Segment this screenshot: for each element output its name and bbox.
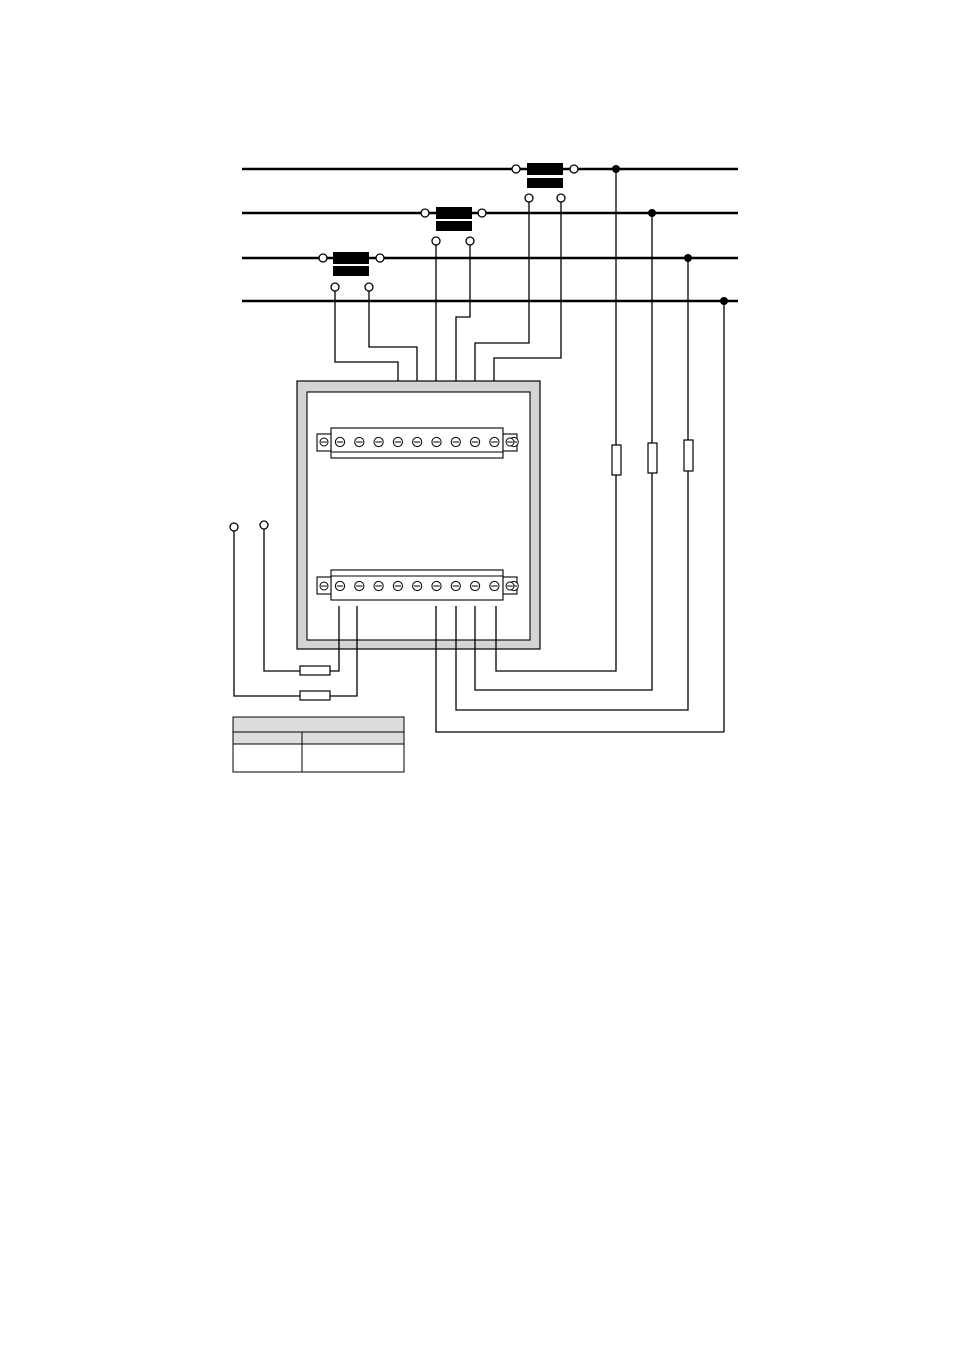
wire <box>495 475 617 672</box>
ct-primary-bar <box>527 163 563 175</box>
legend-body <box>232 743 405 773</box>
current-transformer-1 <box>511 163 579 203</box>
meter-housing <box>296 380 541 650</box>
aux-terminal <box>229 522 239 532</box>
ct-terminal <box>569 164 579 174</box>
ct-terminal <box>420 208 430 218</box>
wire <box>233 531 300 697</box>
current-transformer-3 <box>318 252 385 292</box>
fuse <box>647 442 658 474</box>
terminal-block-bottom <box>316 569 519 601</box>
ct-terminal <box>375 253 385 263</box>
ct-terminal <box>330 282 340 292</box>
ct-terminal <box>465 236 475 246</box>
wire <box>455 471 689 711</box>
ct-primary-bar <box>333 252 369 264</box>
wire <box>474 473 653 691</box>
fuse <box>683 439 694 472</box>
legend-table <box>232 716 405 773</box>
ct-terminal <box>556 193 566 203</box>
wire <box>435 606 724 733</box>
fuse <box>611 444 622 476</box>
wire <box>263 529 300 672</box>
ct-terminal <box>431 236 441 246</box>
bus-junctions <box>612 165 728 305</box>
terminal-block-top <box>316 427 519 459</box>
ct-terminal <box>318 253 328 263</box>
aux-supply <box>229 520 358 701</box>
ct-terminal <box>364 282 374 292</box>
legend-header <box>232 716 405 733</box>
wire <box>455 245 471 424</box>
bus-lines <box>242 167 738 303</box>
ct-terminal <box>511 164 521 174</box>
ct-secondary-bar <box>436 221 472 231</box>
ct-secondary-bar <box>333 266 369 276</box>
fuse <box>299 690 331 701</box>
ct-primary-bar <box>436 207 472 219</box>
ct-secondary-bar <box>527 178 563 188</box>
ct-terminal <box>477 208 487 218</box>
wire <box>330 606 358 697</box>
legend-subheader <box>232 731 405 745</box>
ct-terminal <box>524 193 534 203</box>
wire <box>330 606 340 672</box>
voltage-taps <box>435 169 725 733</box>
fuse <box>299 665 331 676</box>
aux-terminal <box>259 520 269 530</box>
